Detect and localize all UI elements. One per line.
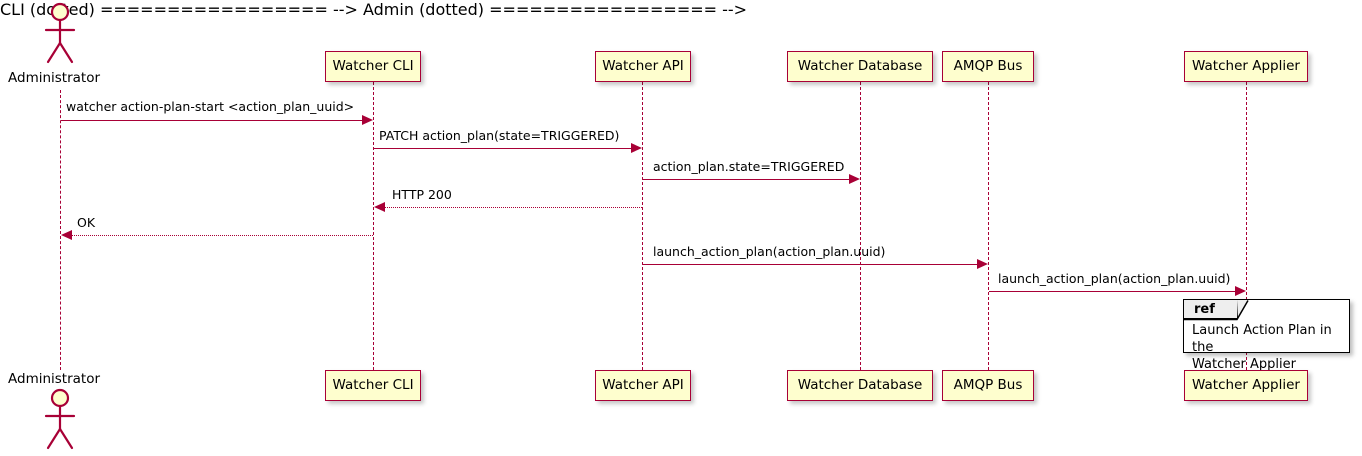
message-line-4 xyxy=(385,207,642,208)
message-arrowhead-2 xyxy=(631,143,642,153)
lifeline-watcher-cli xyxy=(373,82,374,370)
message-label-5: OK xyxy=(77,215,96,230)
message-label-1: watcher action-plan-start <action_plan_u… xyxy=(66,99,355,114)
participant-label: Watcher CLI xyxy=(332,376,414,393)
lifeline-administrator xyxy=(60,90,61,370)
participant-watcher-database-top[interactable]: Watcher Database xyxy=(787,51,933,82)
message-arrowhead-4 xyxy=(374,202,385,212)
participant-watcher-api-bottom[interactable]: Watcher API xyxy=(595,370,691,401)
ref-fragment-tag: ref xyxy=(1194,301,1215,317)
participant-watcher-cli-top[interactable]: Watcher CLI xyxy=(325,51,421,82)
participant-label: Watcher CLI xyxy=(332,57,414,74)
message-arrowhead-6 xyxy=(977,259,988,269)
message-line-7 xyxy=(989,291,1236,292)
message-line-6 xyxy=(643,264,982,265)
message-label-3: action_plan.state=TRIGGERED xyxy=(653,159,845,174)
message-arrowhead-5 xyxy=(61,230,72,240)
participant-watcher-cli-bottom[interactable]: Watcher CLI xyxy=(325,370,421,401)
ref-fragment-tab-outline xyxy=(1184,300,1249,321)
participant-watcher-api-top[interactable]: Watcher API xyxy=(595,51,691,82)
participant-watcher-applier-top[interactable]: Watcher Applier xyxy=(1184,51,1308,82)
participant-amqp-bus-top[interactable]: AMQP Bus xyxy=(942,51,1034,82)
message-label-4: HTTP 200 xyxy=(392,187,452,202)
participant-label: AMQP Bus xyxy=(953,57,1023,74)
message-label-2: PATCH action_plan(state=TRIGGERED) xyxy=(379,128,620,143)
participant-watcher-database-bottom[interactable]: Watcher Database xyxy=(787,370,933,401)
actor-stick-figure-icon xyxy=(44,388,76,450)
lifeline-watcher-api xyxy=(642,82,643,370)
ref-fragment[interactable]: ref Launch Action Plan in the Watcher Ap… xyxy=(1183,299,1350,372)
ref-fragment-text: Launch Action Plan in the Watcher Applie… xyxy=(1192,323,1332,372)
actor-label-top: Administrator xyxy=(8,70,101,86)
participant-label: Watcher Applier xyxy=(1192,376,1300,393)
actor-stick-figure-icon xyxy=(44,2,76,64)
message-label-6: launch_action_plan(action_plan.uuid) xyxy=(653,244,886,259)
message-line-2 xyxy=(374,148,636,149)
participant-watcher-applier-bottom[interactable]: Watcher Applier xyxy=(1184,370,1308,401)
participant-label: Watcher API xyxy=(602,57,684,74)
message-line-3 xyxy=(643,179,854,180)
message-line-5 xyxy=(72,235,373,236)
message-arrowhead-3 xyxy=(849,174,860,184)
participant-label: Watcher API xyxy=(602,376,684,393)
message-label-7: launch_action_plan(action_plan.uuid) xyxy=(998,271,1231,286)
lifeline-amqp-bus xyxy=(988,82,989,370)
participant-label: AMQP Bus xyxy=(953,376,1023,393)
participant-amqp-bus-bottom[interactable]: AMQP Bus xyxy=(942,370,1034,401)
message-arrowhead-7 xyxy=(1235,286,1246,296)
ref-fragment-tab: ref xyxy=(1184,300,1237,319)
ref-fragment-tab-notch-border xyxy=(1237,300,1238,319)
message-arrowhead-1 xyxy=(362,115,373,125)
actor-label-bottom: Administrator xyxy=(8,371,101,387)
lifeline-watcher-database xyxy=(860,82,861,370)
participant-label: Watcher Database xyxy=(797,57,923,74)
message-line-1 xyxy=(61,120,367,121)
lifeline-watcher-applier xyxy=(1246,82,1247,370)
participant-label: Watcher Applier xyxy=(1192,57,1300,74)
participant-label: Watcher Database xyxy=(797,376,923,393)
